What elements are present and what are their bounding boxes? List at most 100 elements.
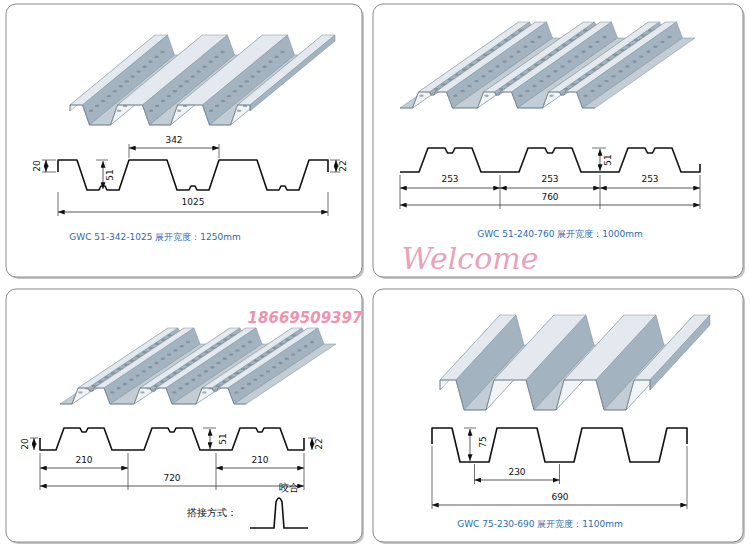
emboss-dot xyxy=(618,70,622,72)
dimension-line xyxy=(400,188,500,189)
emboss-dot xyxy=(142,370,146,372)
emboss-dot xyxy=(215,105,219,107)
model-caption: GWC 51-240-760 展开宽度：1000mm xyxy=(477,230,643,240)
dimension-line xyxy=(600,149,601,171)
deck-photo xyxy=(70,35,335,125)
deck-photo xyxy=(440,315,710,410)
model-caption: GWC 51-342-1025 展开宽度：1250mm xyxy=(69,233,240,243)
emboss-dot xyxy=(172,391,176,393)
sheet-edge xyxy=(400,92,595,108)
emboss-dot xyxy=(179,387,183,389)
extension-line xyxy=(219,144,220,158)
panel-frame xyxy=(6,4,362,277)
emboss-dot xyxy=(221,100,225,102)
extension-line xyxy=(500,175,501,209)
emboss-dot xyxy=(119,85,123,87)
emboss-dot xyxy=(604,80,608,82)
dimension-value: 51 xyxy=(106,169,116,180)
emboss-dot xyxy=(539,80,543,82)
emboss-dot xyxy=(646,51,650,53)
watermark-phone: 18669509397 xyxy=(248,310,363,327)
emboss-dot xyxy=(553,70,557,72)
emboss-dot xyxy=(278,362,282,364)
emboss-dot xyxy=(161,100,165,102)
emboss-dot xyxy=(653,46,657,48)
emboss-dot xyxy=(602,36,606,38)
dimension-value: 22 xyxy=(315,438,325,449)
emboss-dot xyxy=(474,80,478,82)
emboss-dot xyxy=(220,51,224,53)
emboss-dot xyxy=(209,110,213,112)
emboss-dot xyxy=(161,358,165,360)
dimension-value: 51 xyxy=(219,433,229,444)
emboss-dot xyxy=(509,55,513,57)
sheet-face xyxy=(583,38,696,108)
extension-line xyxy=(559,464,560,484)
dimension-line xyxy=(312,438,313,450)
emboss-dot xyxy=(419,95,423,97)
dimension-value: 20 xyxy=(21,438,31,449)
panel-frame xyxy=(373,4,743,277)
emboss-dot xyxy=(173,90,177,92)
dimension-value: 253 xyxy=(641,175,658,185)
sheet-face xyxy=(238,35,336,105)
emboss-dot xyxy=(125,80,129,82)
sheet-face xyxy=(634,315,710,380)
deck-photo xyxy=(400,22,695,108)
emboss-dot xyxy=(574,55,578,57)
emboss-dot xyxy=(148,61,152,63)
watermark: Welcome xyxy=(402,242,539,275)
emboss-dot xyxy=(639,55,643,57)
emboss-dot xyxy=(173,349,177,351)
dimension-line xyxy=(216,468,304,469)
extension-line xyxy=(700,175,701,209)
deck-profile xyxy=(400,148,700,172)
emboss-dot xyxy=(272,366,276,368)
sheet-edge xyxy=(440,380,650,410)
dimension-value: 210 xyxy=(75,456,92,466)
emboss-dot xyxy=(245,80,249,82)
dimension-value: 230 xyxy=(508,468,525,478)
emboss-dot xyxy=(481,75,485,77)
panel-frame xyxy=(6,289,362,542)
emboss-dot xyxy=(523,46,527,48)
dimension-value: 1025 xyxy=(182,198,205,208)
emboss-dot xyxy=(214,56,218,58)
emboss-dot xyxy=(484,95,488,97)
emboss-dot xyxy=(611,75,615,77)
extension-line xyxy=(600,175,601,209)
sheet-face xyxy=(650,315,710,390)
emboss-dot xyxy=(149,110,153,112)
extension-line xyxy=(304,453,305,490)
deck-profile xyxy=(58,160,328,190)
extension-line xyxy=(687,446,688,509)
emboss-dot xyxy=(588,46,592,48)
extension-line xyxy=(96,160,108,161)
dimension-value: 75 xyxy=(479,436,489,447)
emboss-dot xyxy=(502,60,506,62)
emboss-dot xyxy=(467,85,471,87)
sheet-edge xyxy=(60,388,246,404)
emboss-dot xyxy=(546,75,550,77)
emboss-dot xyxy=(148,366,152,368)
emboss-dot xyxy=(223,358,227,360)
extension-line xyxy=(216,453,217,490)
emboss-dot xyxy=(262,66,266,68)
extension-line xyxy=(129,144,130,158)
emboss-dot xyxy=(583,95,587,97)
seam-detail xyxy=(250,498,308,528)
emboss-dot xyxy=(567,60,571,62)
sheet-face xyxy=(228,328,324,404)
extension-line xyxy=(328,192,329,216)
emboss-dot xyxy=(253,379,257,381)
emboss-dot xyxy=(310,341,314,343)
emboss-dot xyxy=(237,110,241,112)
dimension-line xyxy=(34,438,35,450)
emboss-dot xyxy=(123,383,127,385)
dimension-line xyxy=(336,160,337,172)
deck-photo xyxy=(60,328,336,404)
extension-line xyxy=(30,438,38,439)
emboss-dot xyxy=(266,370,270,372)
